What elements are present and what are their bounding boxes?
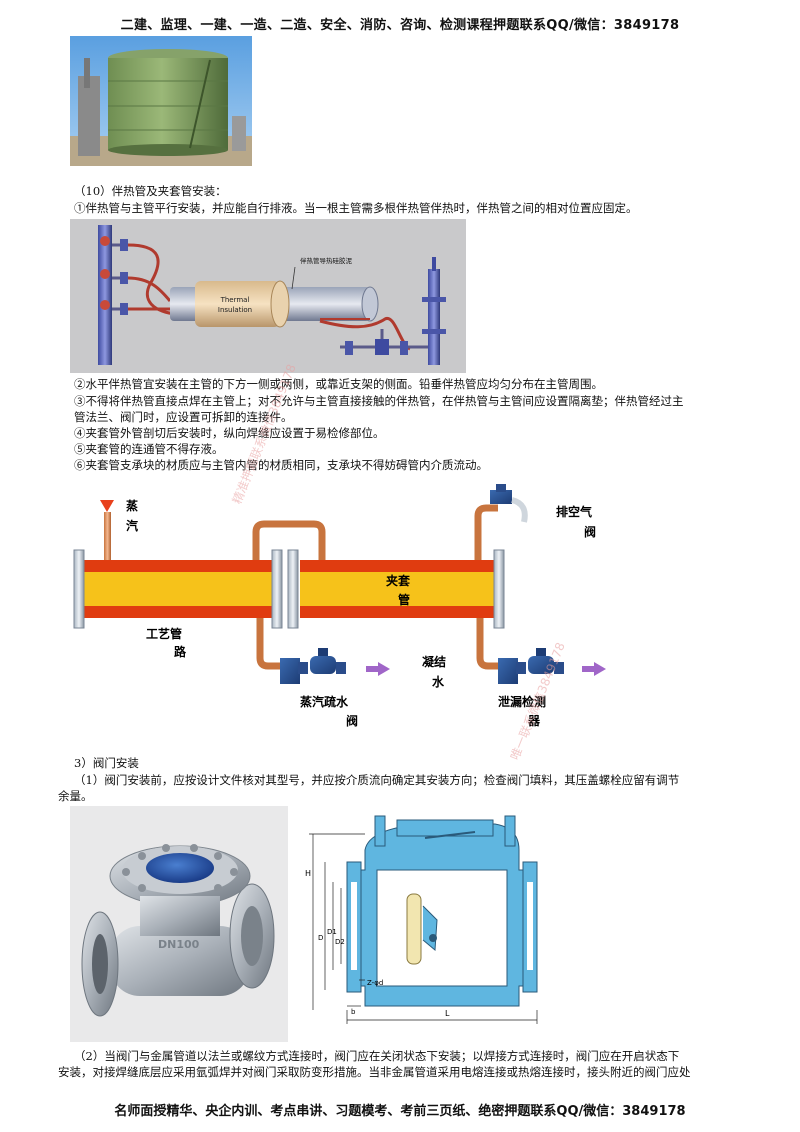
- dim-H: H: [305, 869, 311, 878]
- jacket-label-2: 管: [398, 592, 410, 607]
- section-3-title: 3）阀门安装: [74, 756, 139, 770]
- leak-detector-label-2: 器: [527, 714, 541, 728]
- leak-detector-label-1: 泄漏检测: [498, 694, 546, 709]
- section-10-title: （10）伴热管及夹套管安装：: [74, 184, 227, 198]
- section-10-p1: ①伴热管与主管平行安装，并应能自行排液。当一根主管需多根伴热管伴热时，伴热管之间…: [74, 201, 638, 215]
- dim-L: L: [445, 1009, 450, 1018]
- process-label-1: 工艺管: [146, 626, 182, 641]
- tracing-callout-label: 伴热管导热硅胶泥: [300, 256, 353, 265]
- section-3-p1a: （1）阀门安装前，应按设计文件核对其型号，并应按介质流向确定其安装方向；检查阀门…: [74, 773, 680, 787]
- check-valve-photo: DN100: [70, 806, 288, 1042]
- check-valve-section-drawing: H D D1 D2 Z-φd b L: [305, 815, 538, 1024]
- section-3-p1b: 余量。: [58, 789, 93, 803]
- jacket-label-1: 夹套: [386, 573, 411, 588]
- dim-D: D: [318, 934, 323, 942]
- insulation-label-1: Thermal: [220, 296, 250, 304]
- insulation-label-2: Insulation: [218, 306, 252, 314]
- vent-label-2: 阀: [584, 525, 596, 539]
- condensate-label-2: 水: [432, 674, 445, 689]
- dim-b: b: [351, 1008, 356, 1016]
- dim-Zd: Z-φd: [367, 979, 383, 987]
- dim-D2: D2: [335, 938, 345, 946]
- section-3-p2a: （2）当阀门与金属管道以法兰或螺纹方式连接时，阀门应在关闭状态下安装；以焊接方式…: [74, 1049, 680, 1063]
- page-footer: 名师面授精华、央企内训、考点串讲、习题模考、考前三页纸、绝密押题联系QQ/微信：…: [114, 1104, 686, 1119]
- valve-casting-mark: DN100: [158, 938, 200, 951]
- storage-tank-photo: [70, 36, 252, 166]
- section-10-p4: ④夹套管外管剖切后安装时，纵向焊缝应设置于易检修部位。: [74, 426, 385, 440]
- condensate-label-1: 凝结: [422, 654, 446, 669]
- steam-tracing-diagram: Thermal Insulation 伴热管导热硅胶泥: [70, 219, 466, 373]
- steam-label-2: 汽: [126, 518, 138, 533]
- section-10-p3b: 管法兰、阀门时，应设置可拆卸的连接件。: [74, 410, 293, 424]
- section-10-p5: ⑤夹套管的连通管不得存液。: [74, 442, 224, 456]
- section-10-p2: ②水平伴热管宜安装在主管的下方一侧或两侧，或靠近支架的侧面。铅垂伴热管应均匀分布…: [74, 377, 603, 391]
- dim-D1: D1: [327, 928, 337, 936]
- page-header: 二建、监理、一建、一造、二造、安全、消防、咨询、检测课程押题联系QQ/微信：38…: [120, 18, 680, 33]
- section-10-p3a: ③不得将伴热管直接点焊在主管上；对不允许与主管直接接触的伴热管，在伴热管与主管间…: [74, 394, 684, 408]
- trap-label-1: 蒸汽疏水: [300, 694, 349, 709]
- vent-label-1: 排空气: [556, 504, 592, 519]
- section-10-p6: ⑥夹套管支承块的材质应与主管内管的材质相同，支承块不得妨碍管内介质流动。: [74, 458, 488, 472]
- section-3-p2b: 安装，对接焊缝底层应采用氩弧焊并对阀门采取防变形措施。当非金属管道采用电熔连接或…: [58, 1065, 691, 1079]
- trap-label-2: 阀: [346, 714, 358, 728]
- process-label-2: 路: [174, 644, 187, 659]
- steam-label-1: 蒸: [126, 498, 138, 513]
- jacket-pipe-diagram: 蒸 汽 夹套 管 排空气 阀 工艺管 路 蒸汽疏水 阀 凝结 水 泄漏检测 器: [73, 484, 606, 728]
